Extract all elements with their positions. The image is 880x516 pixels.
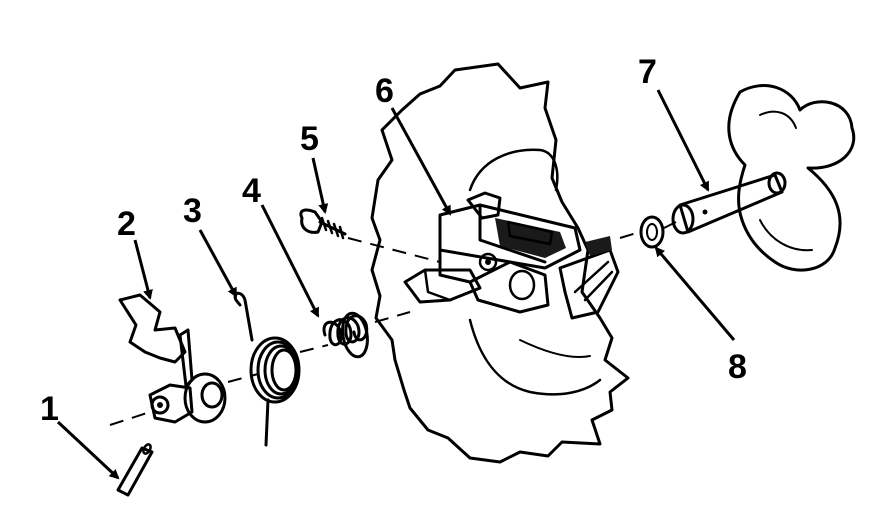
latch-bracket [403,191,620,320]
latch-key [671,84,856,272]
callout-leaders [56,89,736,480]
assembly-axis-lines [109,221,677,426]
latch-lever [118,293,227,424]
compression-spring [322,311,369,359]
torsion-spring [233,291,301,447]
callout-7: 7 [638,53,657,91]
screw [299,208,347,240]
callout-6: 6 [375,72,394,110]
callout-4: 4 [242,172,261,210]
callout-2: 2 [117,205,136,243]
retaining-ring [639,215,665,249]
callout-5: 5 [300,120,319,158]
callout-1: 1 [40,390,59,428]
roll-pin [116,443,154,497]
callout-3: 3 [183,192,202,230]
callout-8: 8 [728,348,747,386]
callout-labels: 1 2 3 4 5 6 7 8 [40,53,747,428]
backing-plate [370,62,630,464]
